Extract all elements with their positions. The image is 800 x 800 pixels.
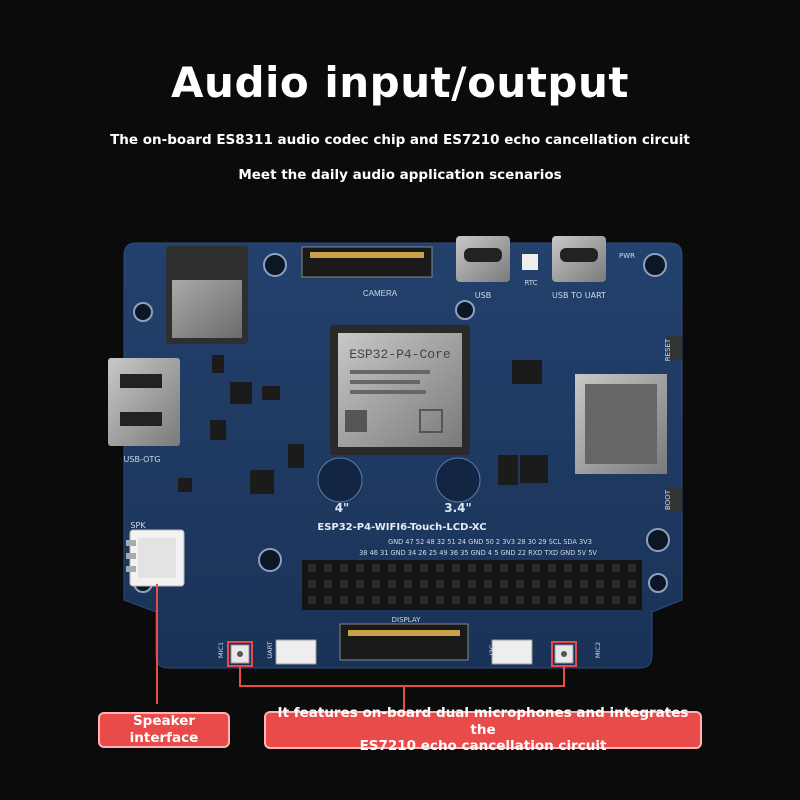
pwr-label: PWR: [619, 252, 635, 260]
display-connector: [339, 623, 469, 661]
usb-otg-port: [108, 358, 180, 446]
display-label: DISPLAY: [392, 616, 421, 624]
small-chips: [178, 355, 548, 494]
camera-label: CAMERA: [363, 289, 398, 298]
usb-to-uart-label: USB TO UART: [552, 291, 606, 300]
dual-mic-callout: It features on-board dual microphones an…: [264, 705, 702, 754]
reset-label: RESET: [664, 338, 672, 361]
camera-connector: [301, 246, 433, 278]
mic1-label: MIC1: [217, 642, 225, 658]
pin-row-1: GND 47 52 48 32 51 24 GND 50 2 3V3 28 30…: [388, 538, 592, 546]
dual-mic-line-1: It features on-board dual microphones an…: [277, 704, 689, 738]
size-34-label: 3.4": [444, 501, 472, 515]
boot-button: [668, 488, 682, 512]
mic-leader-line: [239, 666, 565, 711]
reset-button: [668, 336, 682, 360]
spk-label: SPK: [130, 521, 146, 530]
rtc-label: RTC: [524, 279, 537, 287]
usb-label: USB: [475, 291, 491, 300]
usb-otg-label: USB-OTG: [124, 455, 161, 464]
dual-mic-callout-text: It features on-board dual microphones an…: [276, 705, 690, 756]
module-label: ESP32-P4-Core: [349, 347, 450, 362]
size-4-label: 4": [335, 501, 350, 515]
i2c-label: I2C: [488, 644, 496, 655]
page-title: Audio input/output: [171, 58, 629, 107]
i2c-connector: [491, 639, 533, 665]
mic2-label: MIC2: [594, 642, 602, 658]
board-name: ESP32-P4-WIFI6-Touch-LCD-XC: [317, 522, 486, 533]
uart-connector: [275, 639, 317, 665]
uart-label: UART: [266, 641, 274, 658]
gpio-header: [302, 560, 642, 610]
subtitle-line-1: The on-board ES8311 audio codec chip and…: [110, 132, 690, 148]
pin-row-2: 38 46 31 GND 34 26 25 49 36 35 GND 4 5 G…: [359, 549, 597, 557]
dual-mic-line-2: ES7210 echo cancellation circuit: [359, 738, 607, 755]
boot-label: BOOT: [664, 489, 672, 510]
subtitle-line-2: Meet the daily audio application scenari…: [238, 167, 562, 183]
speaker-interface-callout: Speaker interface: [98, 712, 230, 748]
